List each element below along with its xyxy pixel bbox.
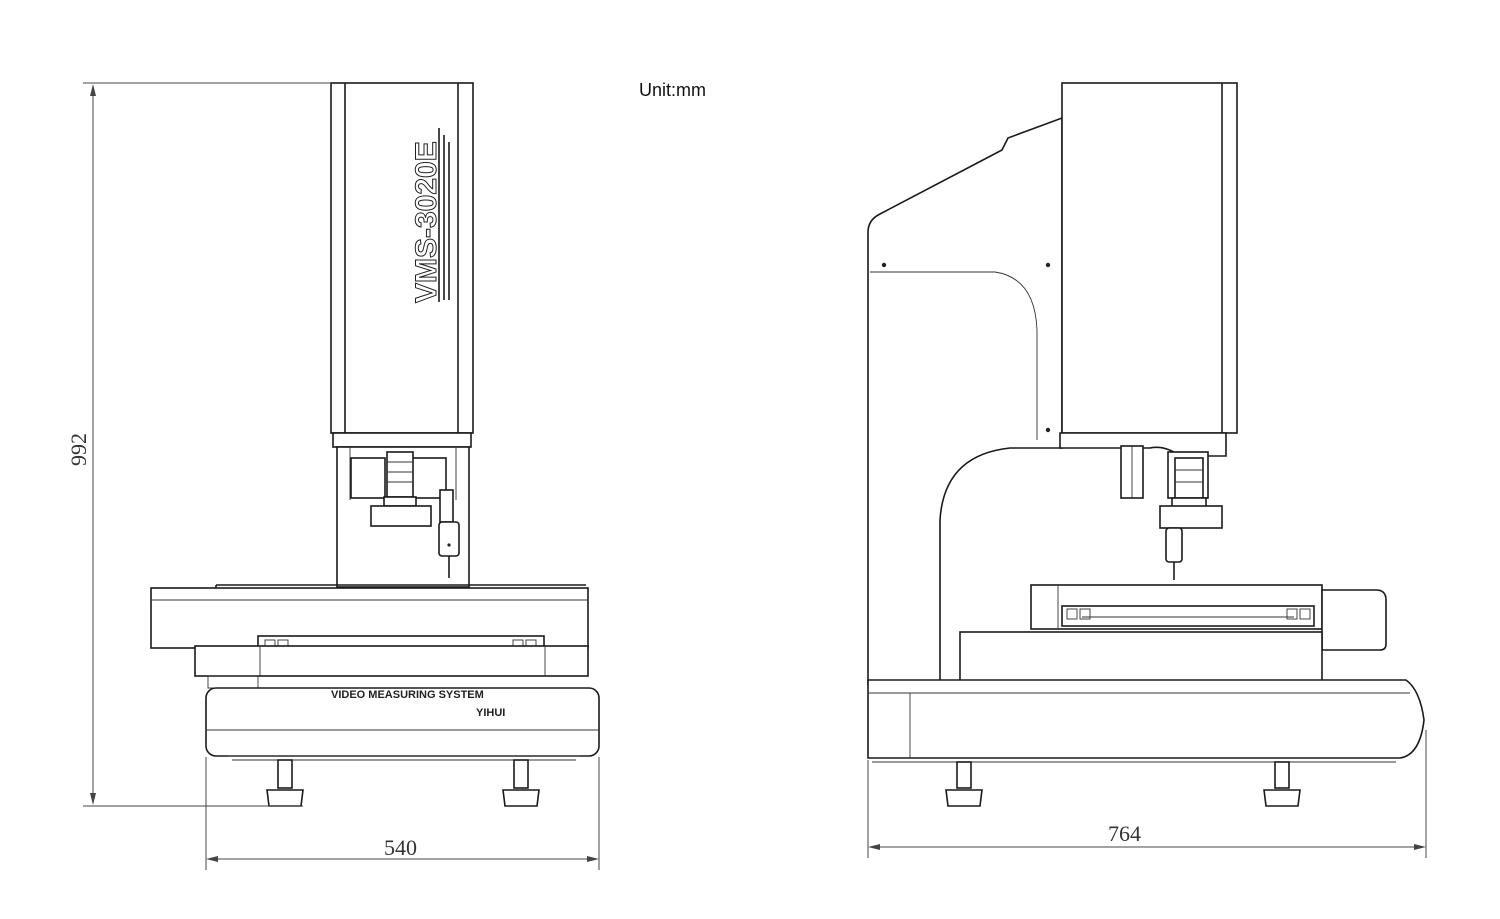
height-dimension-label: 992 xyxy=(66,433,91,466)
side-width-dimension-label: 764 xyxy=(1108,821,1141,846)
side-camera-housing xyxy=(1061,82,1238,434)
dimension-width-front: 540 xyxy=(205,757,600,870)
side-lens-housing xyxy=(1159,505,1223,529)
side-lens-barrel xyxy=(1174,457,1204,499)
dimension-height: 992 xyxy=(66,82,330,807)
side-view: 764 xyxy=(867,82,1427,858)
base-brand-line1: VIDEO MEASURING SYSTEM xyxy=(331,689,484,701)
front-probe-rail xyxy=(439,489,454,523)
side-foot-right-stem xyxy=(1274,761,1290,789)
side-stage-handle xyxy=(1321,589,1387,651)
side-stage-lower xyxy=(959,631,1323,689)
side-foot-left-stem xyxy=(956,761,972,789)
front-lens-housing xyxy=(370,505,432,527)
front-probe-body xyxy=(438,521,460,557)
side-base xyxy=(867,679,1425,759)
front-lens-mount-left xyxy=(350,457,386,499)
front-column-housing xyxy=(330,82,474,434)
front-view: VMS-3020E xyxy=(66,82,600,870)
side-probe-body xyxy=(1165,527,1183,563)
side-foot-right-pad xyxy=(1263,789,1301,807)
dimension-width-side: 764 xyxy=(867,730,1427,858)
front-foot-right-stem xyxy=(513,759,529,789)
side-stage-rail xyxy=(1061,605,1315,627)
front-stage-lower xyxy=(194,645,589,677)
front-lens-barrel xyxy=(386,451,414,498)
unit-label: Unit:mm xyxy=(639,80,706,100)
front-width-dimension-label: 540 xyxy=(384,835,417,860)
front-foot-left-pad xyxy=(266,789,304,807)
side-foot-left-pad xyxy=(945,789,983,807)
side-arm xyxy=(867,116,1063,686)
front-lens-ring xyxy=(383,496,417,507)
base-brand-line2: YIHUI xyxy=(476,707,505,719)
front-foot-right-pad xyxy=(502,789,540,807)
front-housing-lower-cap xyxy=(332,432,472,448)
model-label: VMS-3020E xyxy=(410,141,443,303)
front-foot-left-stem xyxy=(277,759,293,789)
front-lens-mount-right xyxy=(411,457,447,499)
